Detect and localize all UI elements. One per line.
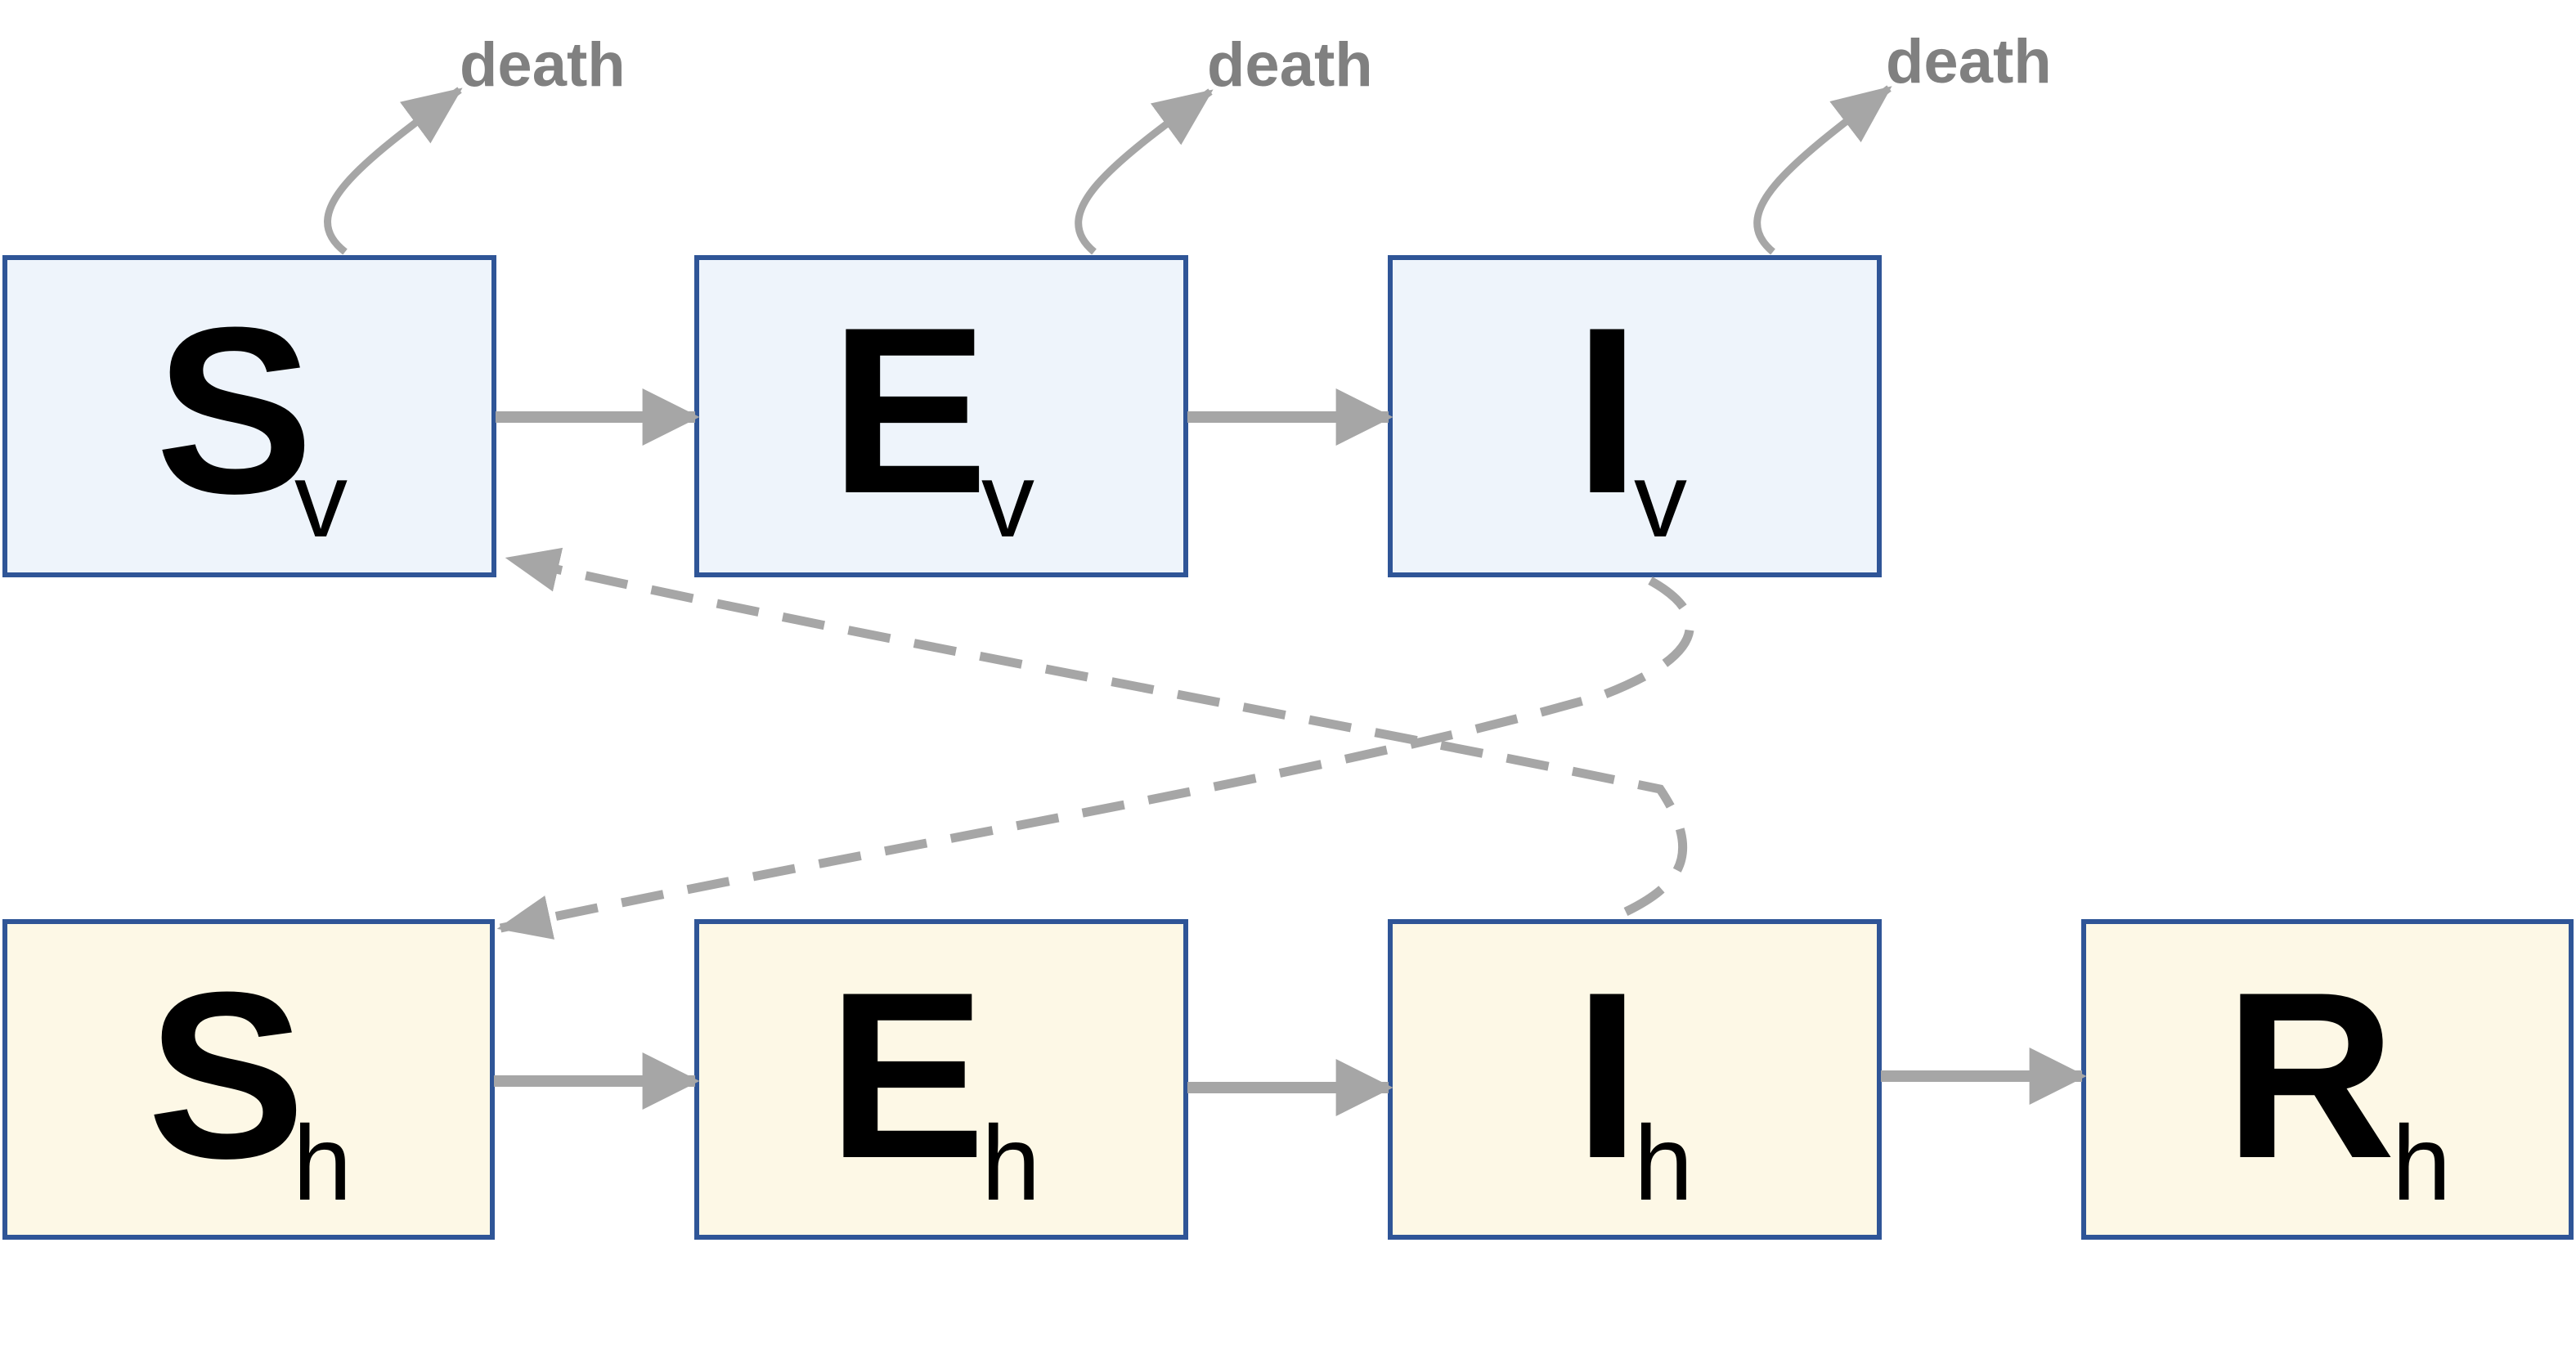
rh-letter: R [2224, 943, 2395, 1208]
iv-subscript: v [1634, 440, 1687, 559]
sv-letter: S [155, 278, 313, 543]
ev-subscript: v [981, 440, 1034, 559]
rh-subscript: h [2392, 1103, 2451, 1223]
iv-letter: I [1574, 278, 1640, 543]
compartment-infectious-vector: I v [1388, 255, 1882, 577]
ih-letter: I [1574, 943, 1640, 1208]
death-label-sv: death [460, 30, 626, 100]
death-arrow-ev [1075, 88, 1214, 255]
eh-box [694, 919, 1188, 1240]
sv-subscript: v [294, 440, 348, 559]
death-label-iv: death [1886, 27, 2052, 96]
compartment-infectious-host: I h [1388, 919, 1882, 1240]
sh-subscript: h [293, 1103, 352, 1223]
sh-letter: S [147, 943, 305, 1208]
sv-box [2, 255, 496, 577]
death-arrow-iv [1753, 85, 1892, 255]
iv-box [1388, 255, 1882, 577]
death-arrow-sv [324, 87, 463, 255]
compartment-susceptible-vector: S v [2, 255, 496, 577]
infection-arrow-iv-to-sh [496, 577, 1694, 940]
eh-letter: E [828, 943, 985, 1208]
ih-box [1388, 919, 1882, 1240]
ih-subscript: h [1634, 1103, 1693, 1223]
compartment-susceptible-host: S h [2, 919, 495, 1240]
sh-box [2, 919, 495, 1240]
compartment-exposed-host: E h [694, 919, 1188, 1240]
eh-subscript: h [981, 1103, 1040, 1223]
rh-box [2081, 919, 2574, 1240]
infection-arrow-ih-to-sv [505, 547, 1688, 916]
ev-letter: E [830, 278, 988, 543]
death-label-ev: death [1207, 30, 1373, 100]
ev-box [694, 255, 1188, 577]
compartment-recovered-host: R h [2081, 919, 2574, 1240]
compartment-exposed-vector: E v [694, 255, 1188, 577]
